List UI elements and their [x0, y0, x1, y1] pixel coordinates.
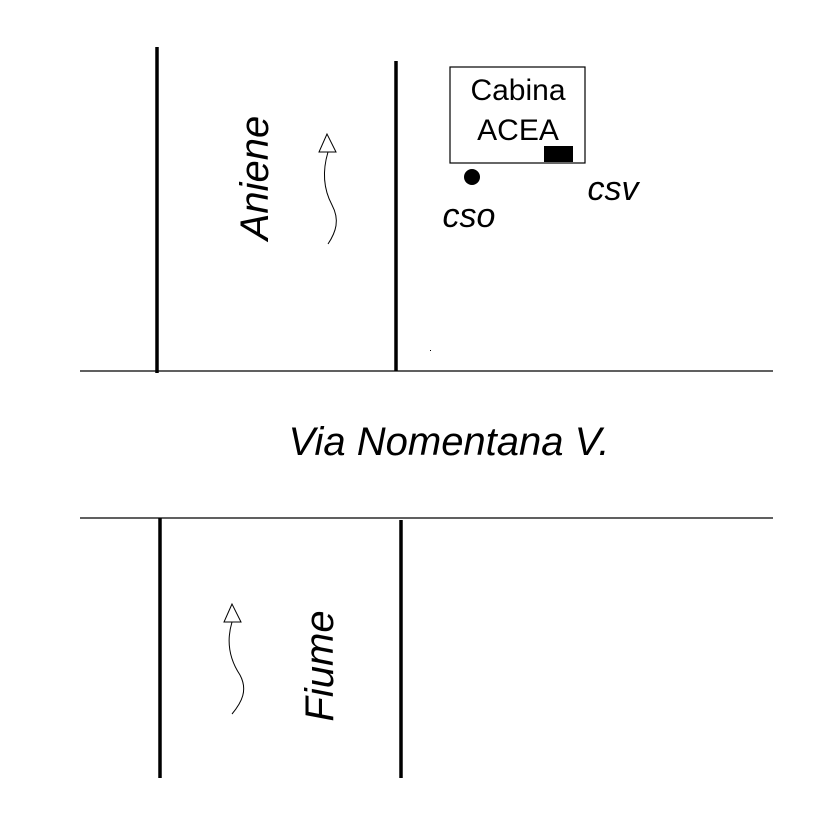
cso-label: cso	[443, 197, 496, 235]
river-label-lower: Fiume	[298, 610, 342, 721]
flow-arrow-upper-icon	[318, 132, 337, 245]
cso-marker	[464, 169, 480, 185]
cabin-label-line2: ACEA	[477, 114, 559, 147]
flow-arrow-lower-icon	[223, 602, 245, 715]
road-label: Via Nomentana V.	[289, 420, 610, 464]
csv-marker	[544, 146, 573, 162]
csv-label: csv	[588, 170, 641, 208]
speck	[430, 350, 431, 351]
cabin-label-line1: Cabina	[470, 74, 565, 107]
river-label-upper: Aniene	[233, 116, 277, 243]
